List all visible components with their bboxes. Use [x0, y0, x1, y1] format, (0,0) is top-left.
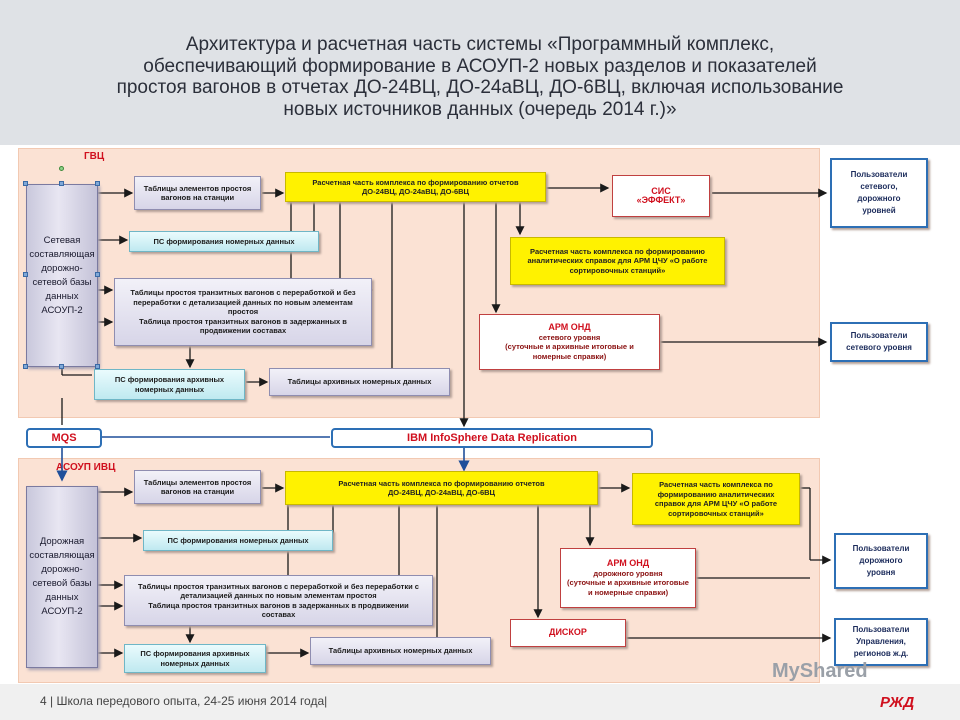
ps-archive-road: ПС формирования архивных номерных данных	[124, 644, 266, 673]
slide-title: Архитектура и расчетная часть системы «П…	[116, 34, 844, 120]
selection-handle	[59, 364, 64, 369]
users-network-road: Пользователи сетевого, дорожного уровней	[830, 158, 928, 228]
calc-analytics-road: Расчетная часть комплекса по формировани…	[632, 473, 800, 525]
sis-title: СИС	[651, 185, 671, 196]
sis-subtitle: «ЭФФЕКТ»	[636, 195, 686, 205]
diskor: ДИСКОР	[510, 619, 626, 647]
sis-effekt: СИС «ЭФФЕКТ»	[612, 175, 710, 217]
tables-archive: Таблицы архивных номерных данных	[269, 368, 450, 396]
selection-handle	[95, 364, 100, 369]
footer-text: 4 | Школа передового опыта, 24-25 июня 2…	[40, 694, 328, 708]
arm-desc: (суточные и архивные итоговые и номерные…	[505, 342, 634, 361]
diskor-title: ДИСКОР	[549, 627, 587, 638]
calc-reports-road: Расчетная часть комплекса по формировани…	[285, 471, 598, 505]
header-band	[0, 0, 960, 145]
arm-level: сетевого уровня	[538, 332, 601, 342]
selection-handle	[95, 272, 100, 277]
arm-desc-road: (суточные и архивные итоговые и номерные…	[567, 578, 689, 597]
rotate-handle	[59, 166, 64, 171]
users-network: Пользователи сетевого уровня	[830, 322, 928, 362]
arm-title: АРМ ОНД	[548, 322, 591, 332]
ibm-replication-bus: IBM InfoSphere Data Replication	[331, 428, 653, 448]
zone-asoup-label: АСОУП ИВЦ	[56, 462, 116, 473]
calc-reports: Расчетная часть комплекса по формировани…	[285, 172, 546, 202]
ps-archive: ПС формирования архивных номерных данных	[94, 369, 245, 400]
tables-archive-road: Таблицы архивных номерных данных	[310, 637, 491, 665]
watermark-logo: MyShared	[772, 660, 868, 682]
calc-analytics: Расчетная часть комплекса по формировани…	[510, 237, 725, 285]
zone-gvc-label: ГВЦ	[84, 151, 105, 162]
arm-ond-road: АРМ ОНД дорожного уровня (суточные и арх…	[560, 548, 696, 608]
tables-transit-idle-road: Таблицы простоя транзитных вагонов с пер…	[124, 575, 433, 626]
network-database: Сетевая составляющая дорожно- сетевой ба…	[26, 184, 98, 367]
users-road: Пользователи дорожного уровня	[834, 533, 928, 589]
selection-handle	[59, 181, 64, 186]
selection-handle	[23, 364, 28, 369]
selection-handle	[23, 272, 28, 277]
ps-numbers: ПС формирования номерных данных	[129, 231, 319, 252]
arm-level-road: дорожного уровня	[593, 568, 663, 578]
selection-handle	[23, 181, 28, 186]
arm-ond-network: АРМ ОНД сетевого уровня (суточные и архи…	[479, 314, 660, 370]
tables-transit-idle: Таблицы простоя транзитных вагонов с пер…	[114, 278, 372, 346]
arm-title-road: АРМ ОНД	[606, 558, 650, 568]
tables-station-idle: Таблицы элементов простоя вагонов на ста…	[134, 176, 261, 210]
rzd-logo: РЖД	[880, 694, 915, 711]
road-database: Дорожная составляющая дорожно- сетевой б…	[26, 486, 98, 668]
tables-station-idle-road: Таблицы элементов простоя вагонов на ста…	[134, 470, 261, 504]
footer-band	[0, 684, 960, 720]
users-management: Пользователи Управления, регионов ж.д.	[834, 618, 928, 666]
ps-numbers-road: ПС формирования номерных данных	[143, 530, 333, 551]
selection-handle	[95, 181, 100, 186]
mqs-bus: MQS	[26, 428, 102, 448]
